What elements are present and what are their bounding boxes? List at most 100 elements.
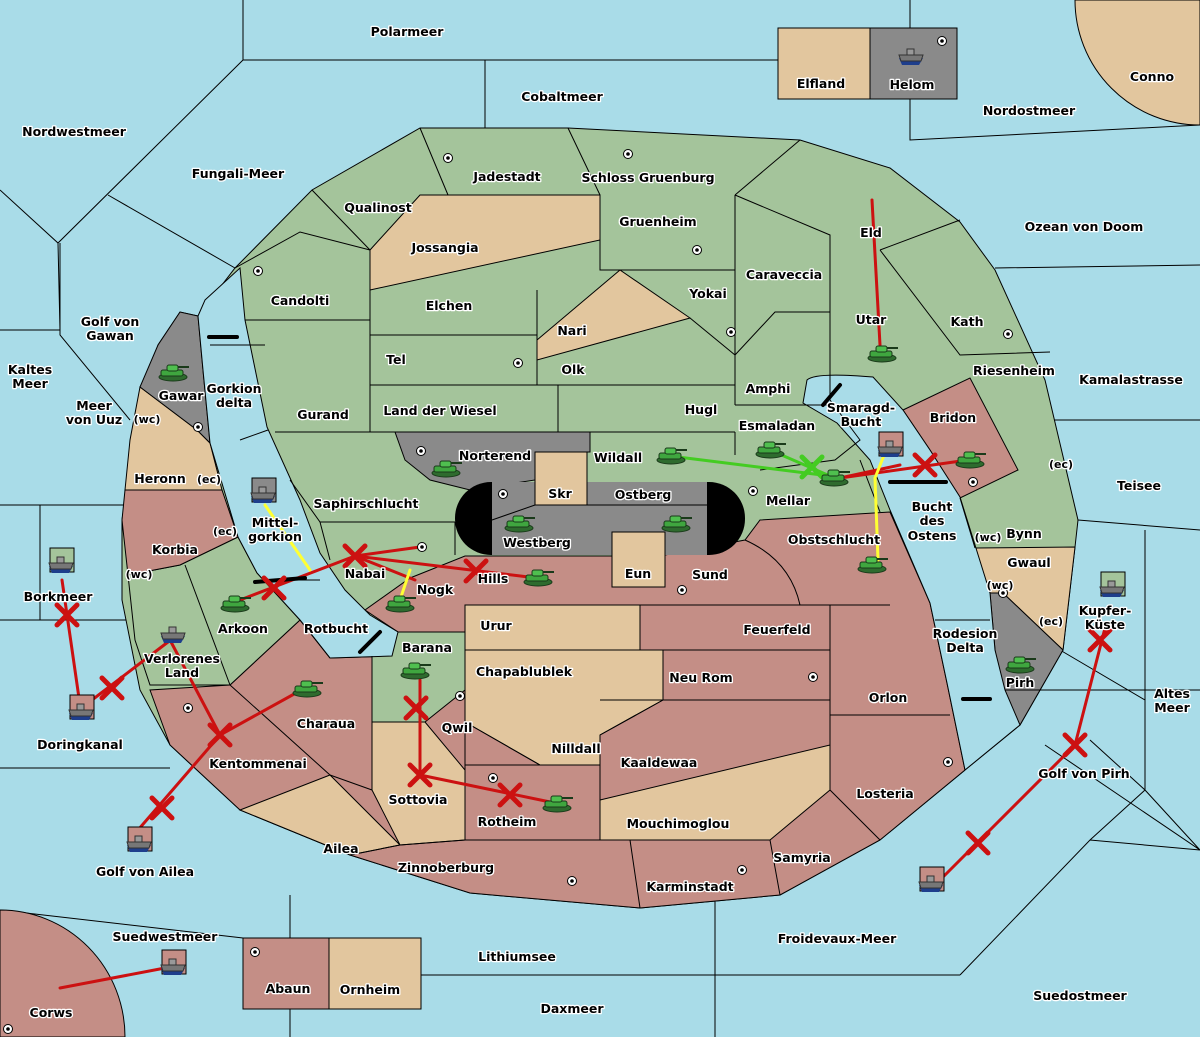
sea-region-label: Cobaltmeer [521,89,603,104]
land-region-label: Ornheim [340,982,400,997]
army-tank-icon[interactable] [431,460,462,478]
fleet-ship-icon[interactable] [250,477,277,503]
army-tank-icon[interactable] [955,451,986,469]
supply-center-icon [455,691,465,701]
supply-center-icon [726,327,736,337]
land-region-label: Charaua [297,716,355,731]
army-tank-icon[interactable] [523,569,554,587]
supply-center-icon [3,1024,13,1034]
convoy-arrow-icon [358,630,382,654]
land-region-label: Kentommenai [209,756,307,771]
sea-region-label: des [920,513,945,528]
sea-region-label: Kaltes [8,362,52,377]
army-tank-icon[interactable] [158,364,189,382]
fleet-ship-icon[interactable] [48,547,75,573]
gorkion-channel[interactable] [197,266,399,659]
land-borders [150,127,1051,909]
land-region-label: Kath [951,314,984,329]
supply-center-icon [567,876,577,886]
land-region-label: Neu Rom [669,670,732,685]
land-region-label: Hills [478,571,509,586]
supply-center-icon [488,773,498,783]
order-line [263,503,312,572]
coast-label: (wc) [134,413,161,426]
sea-region-label: Gorkion [206,381,261,396]
fortress[interactable] [455,451,745,588]
land-region-label: Nari [557,323,586,338]
fleet-ship-icon[interactable] [918,866,945,892]
elfland-region[interactable] [777,27,871,100]
sea-region-label: Kamalastrasse [1079,372,1183,387]
supply-center-icon [808,672,818,682]
land-region-label: Olk [561,362,585,377]
land-region-label: Sottovia [389,792,448,807]
sea-region-label: Fungali-Meer [192,166,285,181]
supply-centers [3,36,1013,1034]
corws-region[interactable] [0,909,126,1037]
army-tank-icon[interactable] [1005,656,1036,674]
failed-order-x-icon [1062,732,1088,758]
failed-order-x-icon [261,575,287,601]
failed-order-x-icon [407,762,433,788]
army-tank-icon[interactable] [656,447,687,465]
order-line [838,463,902,480]
land-region-label: Helom [890,77,935,92]
land-region-label: Eld [860,225,882,240]
land-region-label: Karminstadt [646,879,733,894]
land-region-label: Arkoon [218,621,268,636]
order-line [218,686,307,737]
army-tank-icon[interactable] [292,680,323,698]
order-line [353,545,422,558]
land-region-label: Korbia [152,542,198,557]
fleet-ship-icon[interactable] [126,826,153,852]
order-line [168,638,222,737]
land-region-label: Heronn [134,471,186,486]
land-region-label: Rotheim [478,814,537,829]
sea-region-label: Borkmeer [24,589,94,604]
sea-region-label: Bucht [841,414,882,429]
land-region-label: Chapablublek [476,664,573,679]
army-tank-icon[interactable] [400,662,431,680]
supply-center-icon [443,153,453,163]
army-tank-icon[interactable] [385,595,416,613]
land-region-label: Nogk [417,582,454,597]
army-tank-icon[interactable] [867,345,898,363]
ornheim-region[interactable] [328,937,422,1010]
fleet-ship-icon[interactable] [1099,571,1126,597]
army-tank-icon[interactable] [819,469,850,487]
failed-order-x-icon [965,830,991,856]
fleet-ship-icon[interactable] [160,949,187,975]
failed-order-x-icon [99,675,125,701]
failed-order-x-icon [149,795,175,821]
fleet-ship-icon[interactable] [68,694,95,720]
sea-region-label: Nordostmeer [983,103,1076,118]
supply-center-icon [498,489,508,499]
army-tank-icon[interactable] [542,795,573,813]
supply-center-icon [193,422,203,432]
land-region-label: Elchen [426,298,473,313]
army-tank-icon[interactable] [755,441,786,459]
army-tank-icon[interactable] [857,556,888,574]
fleet-ship-icon[interactable] [877,431,904,457]
sea-region-label: Meer [1154,700,1190,715]
land-region-label: Nabai [345,566,386,581]
sea-region-label: Meer [12,376,48,391]
land-region-label: Qualinost [344,200,411,215]
conno-region[interactable] [1074,0,1200,126]
army-tank-icon[interactable] [504,515,535,533]
supply-center-icon [253,266,263,276]
coast-label: (ec) [1039,615,1063,628]
fleet-ship-icon[interactable] [898,48,924,65]
order-line [873,476,880,562]
sea-region-label: Delta [946,640,984,655]
army-tank-icon[interactable] [661,515,692,533]
land-region-label: Mouchimoglou [627,816,730,831]
ostens-channel[interactable] [802,374,1021,771]
army-tank-icon[interactable] [220,595,251,613]
fleet-ship-icon[interactable] [160,626,186,643]
supply-center-icon [937,36,947,46]
land-region-label: Elfland [797,76,845,91]
land-region-label: Tel [386,352,406,367]
order-line [938,743,1077,882]
